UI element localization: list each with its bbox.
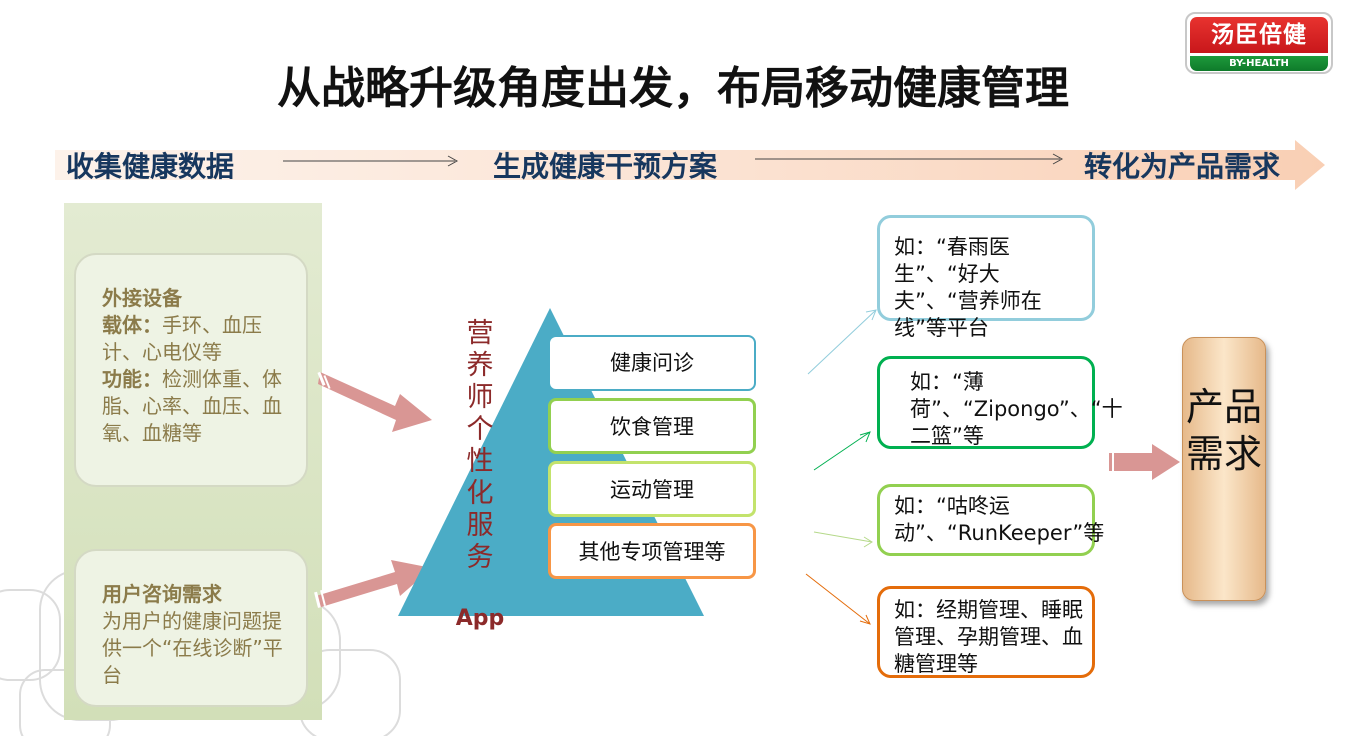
pyramid-app-label: App bbox=[455, 606, 505, 631]
arrow-device-to-app bbox=[318, 372, 432, 432]
tier-diet-management: 饮食管理 bbox=[548, 398, 756, 454]
source-device-function: 功能：检测体重、体脂、心率、血压、血氧、血糖等 bbox=[102, 367, 282, 445]
source-device-heading: 外接设备 bbox=[102, 286, 182, 310]
source-card-consult: 用户咨询需求 为用户的健康问题提供一个“在线诊断”平台 bbox=[74, 549, 308, 707]
flow-step-demand: 转化为产品需求 bbox=[1084, 150, 1281, 183]
product-demand-box: 产品需求 bbox=[1182, 337, 1266, 601]
flow-step-collect: 收集健康数据 bbox=[66, 150, 235, 183]
brand-logo: 汤臣倍健 BY-HEALTH bbox=[1185, 12, 1333, 74]
arrow-consult-to-app bbox=[316, 560, 432, 608]
product-demand-label: 产品需求 bbox=[1185, 385, 1262, 476]
flow-band-arrow bbox=[55, 140, 1325, 190]
platform-box-special: 如：经期管理、睡眠管理、孕期管理、血糖管理等 bbox=[877, 586, 1095, 678]
source-consult-heading: 用户咨询需求 bbox=[102, 582, 222, 606]
source-card-device: 外接设备 载体：手环、血压计、心电仪等 功能：检测体重、体脂、心率、血压、血氧、… bbox=[74, 253, 308, 487]
page-title: 从战略升级角度出发，布局移动健康管理 bbox=[277, 63, 1069, 114]
logo-name: 汤臣倍健 bbox=[1190, 17, 1328, 53]
arrow-to-demand bbox=[1106, 444, 1180, 480]
flow-step-plan: 生成健康干预方案 bbox=[493, 150, 718, 183]
tier-health-consult: 健康问诊 bbox=[548, 335, 756, 391]
platform-box-consult: 如：“春雨医生”、“好大夫”、“营养师在线”等平台 bbox=[877, 215, 1095, 340]
tier-other-management: 其他专项管理等 bbox=[548, 523, 756, 579]
platform-connectors bbox=[805, 309, 877, 625]
platform-box-exercise: 如：“咕咚运动”、“RunKeeper”等 bbox=[877, 484, 1104, 556]
pyramid-label: 营养师个性化服务 bbox=[466, 318, 494, 573]
source-consult-text: 为用户的健康问题提供一个“在线诊断”平台 bbox=[102, 609, 283, 687]
input-arrows bbox=[314, 371, 432, 609]
platform-box-diet: 如：“薄荷”、“Zipongo”、“十二篮”等 bbox=[877, 356, 1123, 449]
source-device-carrier: 载体：手环、血压计、心电仪等 bbox=[102, 313, 262, 364]
logo-sub: BY-HEALTH bbox=[1190, 56, 1328, 71]
tier-exercise-management: 运动管理 bbox=[548, 461, 756, 517]
